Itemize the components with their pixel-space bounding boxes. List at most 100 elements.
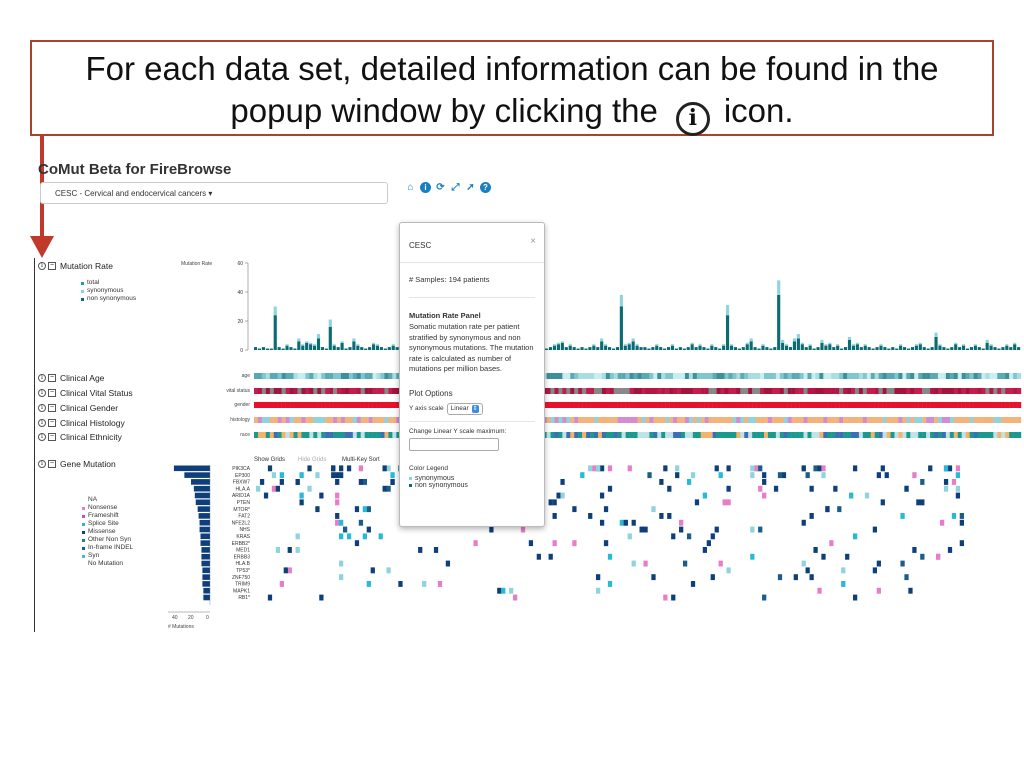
clinical-cell xyxy=(392,417,397,423)
mutation-cell xyxy=(256,485,261,492)
collapse-icon[interactable]: − xyxy=(48,460,56,468)
pin-icon[interactable]: ➚ xyxy=(466,182,475,193)
clinical-cell xyxy=(700,432,705,438)
clinical-cell xyxy=(301,417,306,423)
info-icon[interactable]: i xyxy=(38,460,46,468)
expand-icon[interactable]: ⤢ xyxy=(451,182,460,193)
y-max-input[interactable] xyxy=(409,437,499,451)
bar-nonsyn xyxy=(1009,347,1013,350)
clinical-cell xyxy=(934,432,939,438)
mutation-cell xyxy=(307,485,312,492)
collapse-icon[interactable]: − xyxy=(48,374,56,382)
info-icon[interactable]: i xyxy=(420,182,431,193)
bar-syn xyxy=(745,342,749,345)
clinical-cell xyxy=(728,432,733,438)
clinical-cell xyxy=(799,432,804,438)
clinical-cell xyxy=(945,388,951,394)
bar-syn xyxy=(808,344,812,346)
clinical-cell xyxy=(574,417,579,423)
mutation-cell xyxy=(718,472,723,479)
clinical-cell xyxy=(799,417,804,423)
clinical-cell xyxy=(724,417,729,423)
info-icon[interactable]: i xyxy=(38,374,46,382)
gene-count-bar xyxy=(193,485,210,492)
popup-panel-desc: Somatic mutation rate per patient strati… xyxy=(409,322,534,373)
refresh-icon[interactable]: ⟳ xyxy=(436,182,445,193)
clinical-cell xyxy=(313,402,318,408)
clinical-cell xyxy=(621,373,626,379)
clinical-cell xyxy=(803,402,808,408)
info-icon[interactable]: i xyxy=(38,389,46,397)
info-icon[interactable]: i xyxy=(38,419,46,427)
clinical-cell xyxy=(574,402,579,408)
clinical-cell xyxy=(641,417,646,423)
clinical-cell xyxy=(293,388,298,394)
clinical-cell xyxy=(396,402,401,408)
clinical-cell xyxy=(767,373,773,379)
clinical-cell xyxy=(677,373,682,379)
bar-syn xyxy=(568,344,572,346)
clinical-cell xyxy=(704,373,709,379)
collapse-icon[interactable]: − xyxy=(48,419,56,427)
clinical-cell xyxy=(301,402,306,408)
track-clinical-ethnicity: i − Clinical Ethnicity xyxy=(38,432,122,442)
clinical-cell xyxy=(281,388,286,394)
info-icon[interactable]: i xyxy=(38,433,46,441)
cohort-select[interactable]: CESC - Cervical and endocervical cancers… xyxy=(40,182,388,204)
clinical-cell xyxy=(281,402,286,408)
mutation-cell xyxy=(335,479,340,485)
clinical-cell xyxy=(894,402,899,408)
bar-nonsyn xyxy=(962,345,966,350)
home-icon[interactable]: ⌂ xyxy=(407,182,414,193)
clinical-cell xyxy=(265,432,271,438)
bar-nonsyn xyxy=(592,345,596,350)
mutation-cell xyxy=(445,560,451,567)
clinical-cell xyxy=(313,388,318,394)
gene-label: MTOR* xyxy=(233,507,250,513)
clinical-cell xyxy=(771,373,777,379)
gene-label: PTEN xyxy=(237,500,251,506)
clinical-cell xyxy=(1005,388,1010,394)
clinical-cell xyxy=(633,432,638,438)
y-scale-select[interactable]: Linear⇕ xyxy=(446,402,483,415)
clinical-cell xyxy=(898,402,903,408)
bar-nonsyn xyxy=(918,344,922,350)
multikey-sort-button[interactable]: Multi-Key Sort xyxy=(342,457,380,463)
track-clinical-gender: i − Clinical Gender xyxy=(38,403,118,413)
show-grids-button[interactable]: Show Grids xyxy=(254,457,286,463)
clinical-cell xyxy=(372,402,377,408)
clinical-cell xyxy=(360,402,365,408)
mutation-cell xyxy=(726,485,731,492)
mutation-cell xyxy=(872,567,878,574)
clinical-cell xyxy=(926,373,931,379)
collapse-icon[interactable]: − xyxy=(48,389,56,397)
clinical-cell xyxy=(934,373,939,379)
collapse-icon[interactable]: − xyxy=(48,262,56,270)
clinical-cell xyxy=(329,417,334,423)
collapse-icon[interactable]: − xyxy=(48,433,56,441)
info-icon[interactable]: i xyxy=(38,262,46,270)
clinical-cell xyxy=(985,373,990,379)
collapse-icon[interactable]: − xyxy=(48,404,56,412)
gene-count-bar xyxy=(184,472,210,478)
hide-grids-button[interactable]: Hide Grids xyxy=(298,457,327,463)
legend-swatch xyxy=(81,297,84,301)
clinical-cell xyxy=(368,417,373,423)
bar-syn xyxy=(670,344,675,346)
clinical-cell xyxy=(764,388,769,394)
bar-nonsyn xyxy=(667,347,671,350)
y-tick-label: 60 xyxy=(237,261,243,267)
clinical-cell xyxy=(558,388,563,394)
info-icon[interactable]: i xyxy=(38,404,46,412)
mutation-cell xyxy=(346,533,352,540)
bar-syn xyxy=(592,344,596,346)
bar-syn xyxy=(1013,342,1017,345)
clinical-cell xyxy=(396,432,401,438)
clinical-cell xyxy=(368,388,373,394)
help-icon[interactable]: ? xyxy=(480,182,491,193)
clinical-cell xyxy=(558,432,563,438)
bar-nonsyn xyxy=(313,345,317,350)
clinical-cell xyxy=(910,417,915,423)
mutation-cell xyxy=(955,492,961,499)
close-icon[interactable]: × xyxy=(530,236,536,247)
